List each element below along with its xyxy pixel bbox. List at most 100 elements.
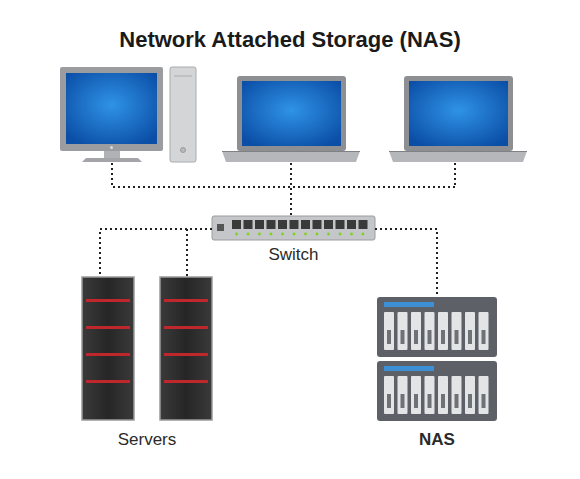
- nas-unit: [377, 361, 497, 421]
- switch-port: [267, 220, 276, 229]
- drive-bay: [425, 312, 435, 350]
- switch-port: [324, 220, 333, 229]
- pc-tower: [170, 67, 196, 162]
- drive-handle: [401, 330, 405, 344]
- laptop-hinge: [389, 151, 527, 152]
- drive-handle: [414, 394, 418, 408]
- switch-port: [313, 220, 322, 229]
- switch-led: [350, 233, 353, 236]
- drive-bay: [438, 376, 448, 414]
- laptop-base: [222, 151, 360, 162]
- drive-handle: [401, 394, 405, 408]
- drive-handle: [468, 330, 472, 344]
- network-wire: [186, 229, 188, 277]
- switch-port: [278, 220, 287, 229]
- switch-led: [270, 233, 273, 236]
- server-light: [164, 326, 208, 329]
- network-cable: [375, 229, 437, 297]
- node-label: Switch: [268, 245, 318, 265]
- drive-bay: [452, 312, 462, 350]
- server-tower: [160, 277, 212, 420]
- switch-port: [301, 220, 310, 229]
- drive-bay: [465, 312, 475, 350]
- switch-port: [255, 220, 264, 229]
- art-group: [232, 220, 368, 235]
- monitor-frame: [60, 67, 163, 151]
- drive-handle: [455, 330, 459, 344]
- switch-port: [359, 220, 368, 229]
- drive-bay: [479, 376, 489, 414]
- laptop-hinge: [222, 151, 360, 152]
- drive-handle: [482, 330, 486, 344]
- nas-strip: [384, 366, 434, 371]
- monitor-base: [82, 158, 142, 162]
- drive-bay: [452, 376, 462, 414]
- art-group: [112, 163, 455, 277]
- server-light: [164, 299, 208, 302]
- art-group: [86, 299, 208, 383]
- drive-bay: [398, 312, 408, 350]
- network-wire: [454, 163, 456, 187]
- node-label: NAS: [419, 430, 455, 450]
- drive-handle: [428, 330, 432, 344]
- switch-port: [217, 224, 224, 231]
- server-tower: [82, 277, 134, 420]
- laptop-screen: [242, 81, 341, 146]
- network-cable: [100, 229, 212, 277]
- server-light: [86, 380, 130, 383]
- drive-bay: [384, 312, 394, 350]
- drive-bay: [479, 312, 489, 350]
- switch-led: [247, 233, 250, 236]
- drive-handle: [455, 394, 459, 408]
- drive-handle: [387, 330, 391, 344]
- network-wire: [112, 163, 455, 187]
- drive-handle: [441, 394, 445, 408]
- drive-bay: [384, 376, 394, 414]
- server-light: [86, 326, 130, 329]
- tower-button: [181, 148, 186, 153]
- drive-bay: [438, 312, 448, 350]
- laptop-base: [389, 151, 527, 162]
- nas-device: NAS: [377, 297, 497, 450]
- monitor-screen: [66, 73, 157, 144]
- switch-led: [362, 233, 365, 236]
- diagram-title: Network Attached Storage (NAS): [0, 27, 580, 53]
- laptop-frame: [237, 76, 346, 151]
- drive-bay: [411, 312, 421, 350]
- laptop-screen: [409, 81, 508, 146]
- switch-led: [339, 233, 342, 236]
- tower-slot: [174, 76, 192, 77]
- switch-led: [235, 233, 238, 236]
- server-group: Servers: [82, 277, 212, 450]
- switch-led: [304, 233, 307, 236]
- drive-bay: [398, 376, 408, 414]
- drive-bay: [465, 376, 475, 414]
- nas-unit: [377, 297, 497, 357]
- drive-handle: [482, 394, 486, 408]
- drive-handle: [428, 394, 432, 408]
- network-switch: Switch: [212, 216, 375, 265]
- switch-led: [327, 233, 330, 236]
- monitor-neck: [104, 151, 120, 158]
- switch-port: [290, 220, 299, 229]
- switch-led: [258, 233, 261, 236]
- drive-bay: [425, 376, 435, 414]
- switch-body: [212, 216, 375, 240]
- art-group: [384, 312, 489, 414]
- server-light: [86, 353, 130, 356]
- laptop-frame: [404, 76, 513, 151]
- switch-led: [316, 233, 319, 236]
- switch-port: [336, 220, 345, 229]
- server-light: [164, 380, 208, 383]
- switch-port: [244, 220, 253, 229]
- drive-handle: [468, 394, 472, 408]
- switch-led: [281, 233, 284, 236]
- server-light: [86, 299, 130, 302]
- monitor-dot: [110, 146, 113, 149]
- network-wire: [290, 163, 292, 216]
- switch-led: [293, 233, 296, 236]
- drive-bay: [411, 376, 421, 414]
